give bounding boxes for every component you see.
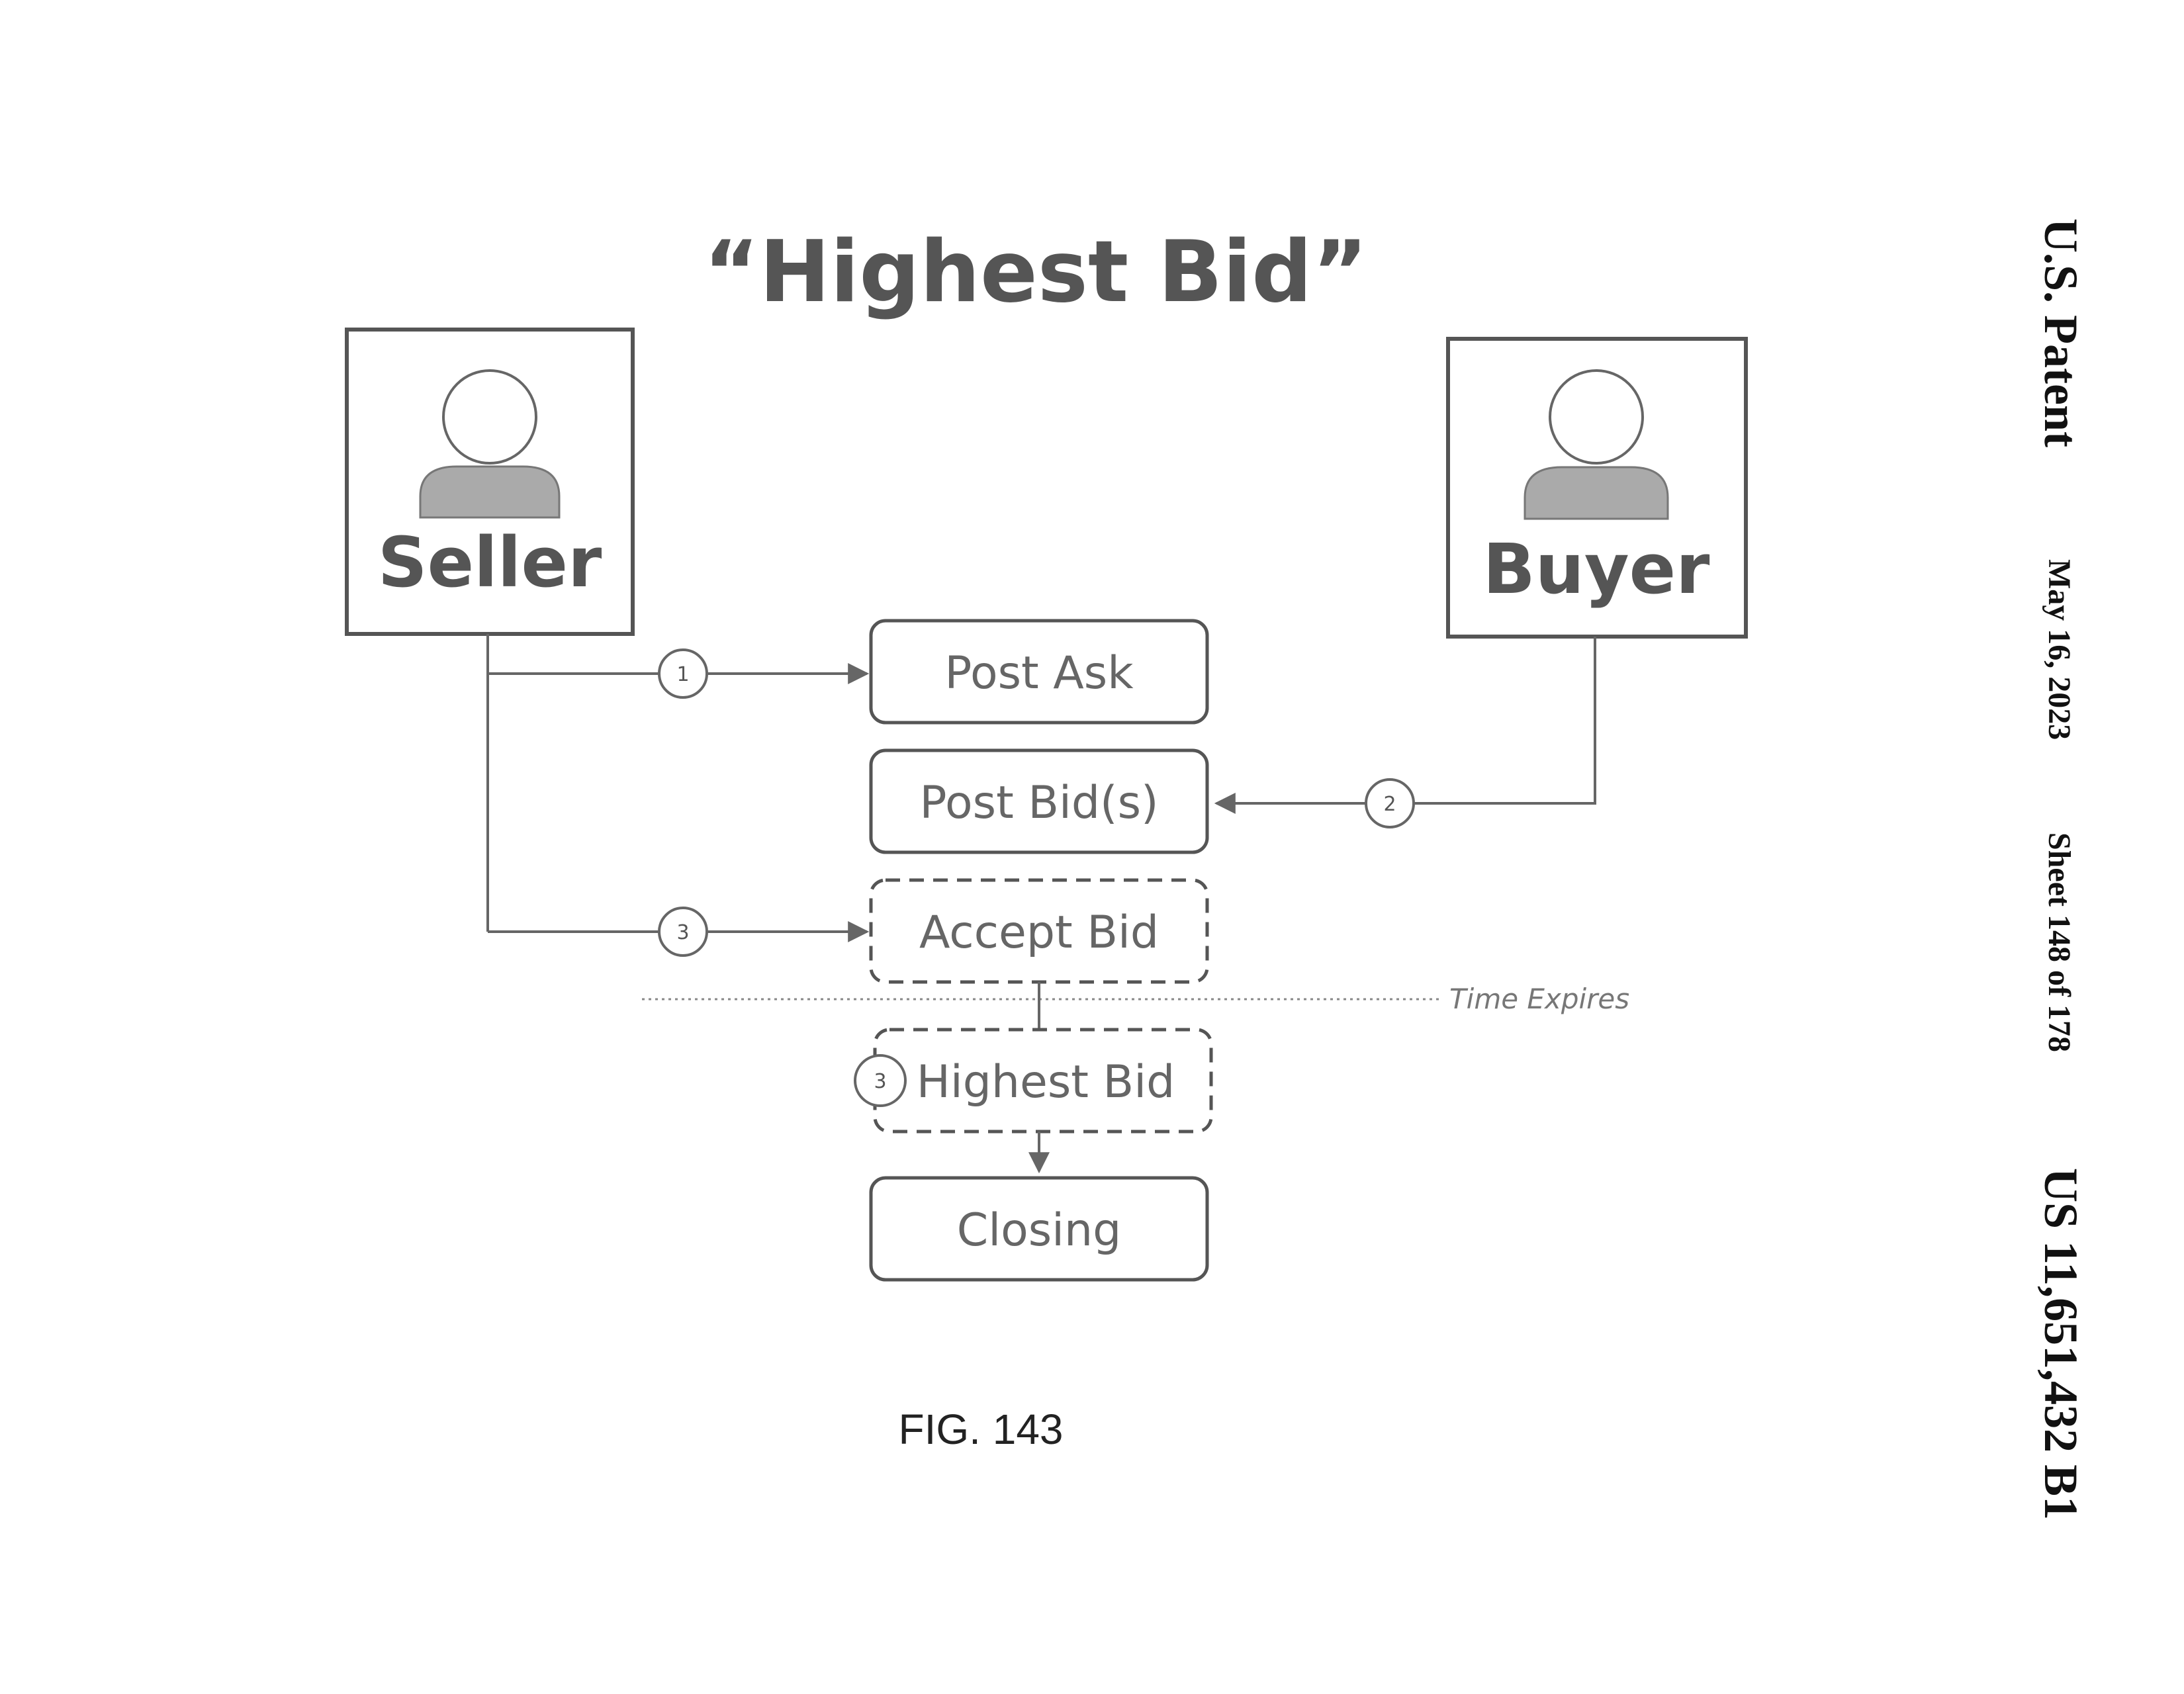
diagram-title: “Highest Bid” bbox=[704, 223, 1368, 322]
post-ask-node: Post Ask bbox=[869, 619, 1209, 725]
step-marker-3b: 3 bbox=[854, 1054, 907, 1107]
buyer-actor: Buyer bbox=[1446, 337, 1748, 639]
step-marker-1: 1 bbox=[658, 648, 708, 699]
patent-header: U.S. Patent May 16, 2023 Sheet 148 of 17… bbox=[2034, 218, 2087, 1520]
closing-node: Closing bbox=[869, 1176, 1209, 1282]
figure-label: FIG. 143 bbox=[899, 1405, 1064, 1453]
step-number: 3 bbox=[874, 1070, 886, 1093]
buyer-label: Buyer bbox=[1483, 529, 1710, 609]
seller-actor: Seller bbox=[345, 328, 635, 636]
arrow-post-bids bbox=[1214, 637, 1596, 814]
person-icon bbox=[1524, 369, 1669, 520]
post-ask-label: Post Ask bbox=[944, 647, 1134, 699]
highest-bid-label: Highest Bid bbox=[917, 1056, 1175, 1108]
accept-bid-node: Accept Bid bbox=[869, 878, 1209, 984]
post-bids-label: Post Bid(s) bbox=[919, 777, 1158, 829]
closing-label: Closing bbox=[957, 1204, 1122, 1257]
patent-number: US 11,651,432 B1 bbox=[2034, 1168, 2087, 1520]
highest-bid-node: Highest Bid bbox=[873, 1028, 1213, 1134]
step-marker-3: 3 bbox=[658, 907, 708, 957]
step-number: 1 bbox=[676, 663, 689, 686]
accept-bid-label: Accept Bid bbox=[919, 907, 1159, 959]
seller-label: Seller bbox=[378, 522, 602, 603]
person-icon bbox=[419, 369, 561, 519]
step-number: 3 bbox=[676, 921, 689, 944]
patent-label: U.S. Patent bbox=[2034, 218, 2087, 447]
buyer-box bbox=[1446, 337, 1748, 639]
patent-sheet: Sheet 148 of 178 bbox=[2042, 832, 2077, 1052]
step-marker-2: 2 bbox=[1365, 778, 1415, 828]
seller-box bbox=[345, 328, 635, 636]
patent-date: May 16, 2023 bbox=[2042, 559, 2077, 740]
step-number: 2 bbox=[1383, 793, 1396, 816]
post-bids-node: Post Bid(s) bbox=[869, 748, 1209, 854]
time-expires-label: Time Expires bbox=[1449, 983, 1629, 1015]
